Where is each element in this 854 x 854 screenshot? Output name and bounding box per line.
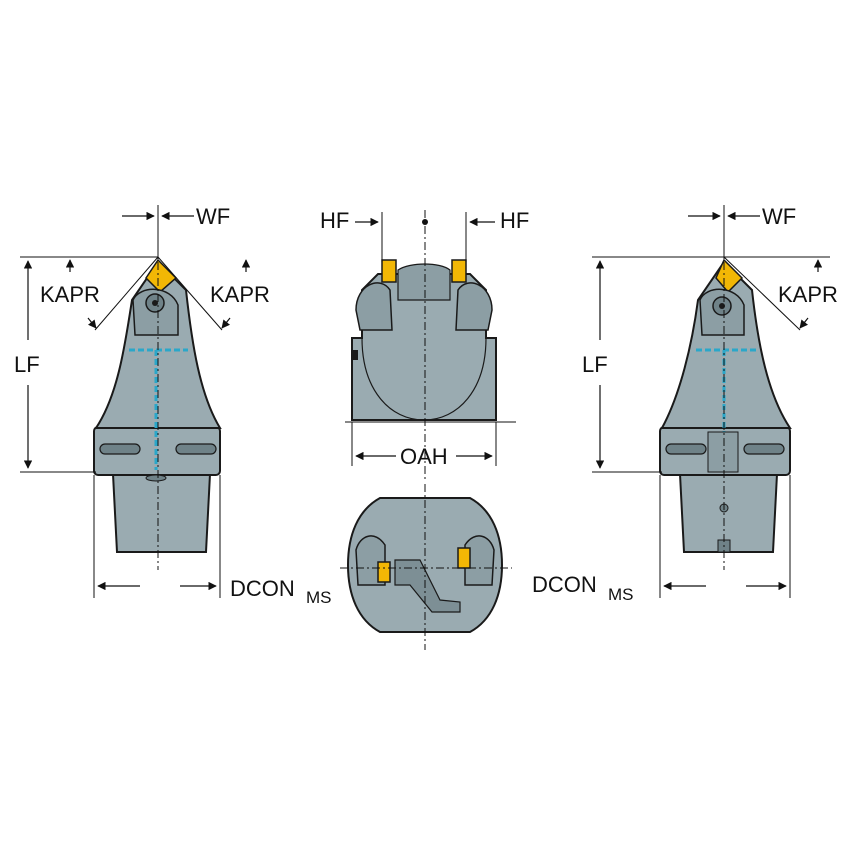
right-wf-label: WF — [762, 204, 796, 229]
right-tool-view — [592, 205, 830, 598]
center-left-insert — [381, 259, 397, 283]
left-kapr-label-a: KAPR — [40, 282, 100, 307]
right-head — [660, 260, 792, 429]
left-lf-label: LF — [14, 352, 40, 377]
center-right-insert — [451, 259, 467, 283]
center-hf-label-b: HF — [500, 208, 529, 233]
center-front-view — [345, 210, 516, 480]
right-kapr-label: KAPR — [778, 282, 838, 307]
bottom-right-insert — [457, 547, 471, 569]
center-oah-label: OAH — [400, 444, 448, 469]
right-dcon-sub: MS — [608, 585, 634, 604]
center-bottom-view — [340, 484, 512, 650]
left-dcon-sub: MS — [306, 588, 332, 607]
bottom-left-insert — [377, 561, 391, 583]
center-hf-label-a: HF — [320, 208, 349, 233]
left-dcon-label: DCON — [230, 576, 295, 601]
right-lf-label: LF — [582, 352, 608, 377]
center-right-clamp — [455, 282, 493, 331]
left-kapr-label-b: KAPR — [210, 282, 270, 307]
center-left-clamp — [355, 282, 393, 331]
right-dcon-label: DCON — [532, 572, 597, 597]
left-tool-view — [20, 205, 251, 598]
left-wf-label: WF — [196, 204, 230, 229]
left-shank — [111, 473, 212, 553]
